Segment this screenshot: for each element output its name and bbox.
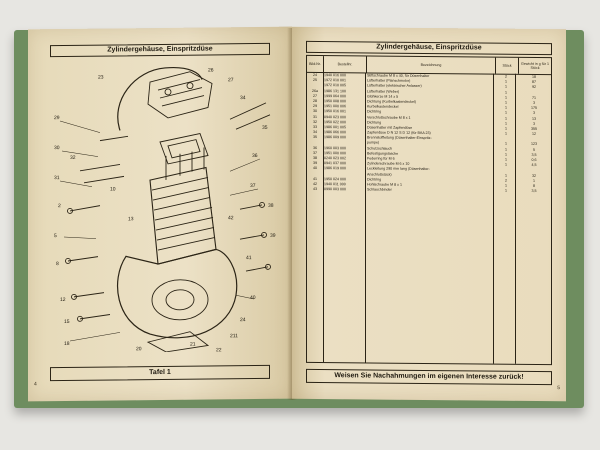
svg-text:12: 12	[60, 297, 66, 303]
svg-text:41: 41	[246, 255, 252, 261]
svg-text:42: 42	[228, 215, 234, 221]
parts-table-header: Bild-Nr. Bestellnr. Bezeichnung Stück Ge…	[307, 55, 551, 76]
col-gewicht: Gewicht in g für 1 Stück	[521, 61, 549, 70]
svg-text:8: 8	[56, 261, 59, 267]
right-page: Zylindergehäuse, Einspritzdüse Bild-Nr. …	[292, 26, 566, 402]
col-stueck: Stück	[496, 57, 519, 74]
exploded-parts-drawing: 23 26 27 29 30 31 32 34 35 36 37 38 39 40 2 5 8 12 1…	[54, 66, 276, 353]
svg-text:29: 29	[54, 115, 60, 121]
svg-text:13: 13	[128, 216, 134, 222]
right-page-header: Zylindergehäuse, Einspritzdüse	[306, 40, 552, 56]
svg-text:30: 30	[54, 145, 60, 151]
parts-table: Bild-Nr. Bestellnr. Bezeichnung Stück Ge…	[306, 54, 552, 366]
left-page-footer: Tafel 1	[50, 364, 270, 382]
cell-bestellnr: 0990 003 000	[324, 187, 346, 192]
svg-text:20: 20	[136, 346, 142, 352]
left-page: Zylindergehäuse, Einspritzdüse	[28, 26, 292, 402]
svg-text:38: 38	[268, 203, 274, 209]
svg-text:34: 34	[240, 95, 246, 101]
svg-text:39: 39	[270, 233, 276, 239]
svg-text:5: 5	[54, 233, 57, 239]
svg-text:40: 40	[250, 295, 256, 301]
col-bild-nr: Bild-Nr.	[307, 55, 324, 73]
col-bezeichnung: Bezeichnung	[367, 56, 496, 74]
right-page-footer: Weisen Sie Nachahmungen im eigenen Inter…	[306, 368, 552, 386]
cell-bezeichnung: Schlauchbinder	[367, 187, 392, 192]
svg-text:23: 23	[98, 75, 104, 81]
svg-text:35: 35	[262, 125, 268, 131]
svg-text:211: 211	[230, 333, 238, 339]
cell-bild-nr: 43	[313, 187, 317, 192]
svg-text:24: 24	[240, 317, 246, 323]
svg-text:27: 27	[228, 77, 234, 83]
right-page-number: 5	[557, 385, 560, 392]
svg-text:15: 15	[64, 319, 70, 325]
svg-text:22: 22	[216, 347, 222, 353]
svg-text:21: 21	[190, 342, 196, 348]
svg-text:31: 31	[54, 175, 60, 181]
svg-text:18: 18	[64, 341, 70, 347]
left-page-number: 4	[34, 381, 37, 388]
svg-text:32: 32	[70, 155, 76, 161]
col-bestellnr: Bestellnr.	[324, 56, 367, 73]
table-row: 43 0990 003 000 Schlauchbinder 1 3,5	[307, 187, 551, 194]
cell-stueck: 1	[505, 188, 507, 193]
svg-text:26: 26	[208, 67, 214, 73]
left-page-header: Zylindergehäuse, Einspritzdüse	[50, 42, 270, 58]
cell-gewicht: 3,5	[531, 189, 537, 194]
svg-text:10: 10	[110, 186, 116, 192]
svg-text:36: 36	[252, 153, 258, 159]
svg-text:2: 2	[58, 203, 61, 209]
svg-text:37: 37	[250, 183, 256, 189]
